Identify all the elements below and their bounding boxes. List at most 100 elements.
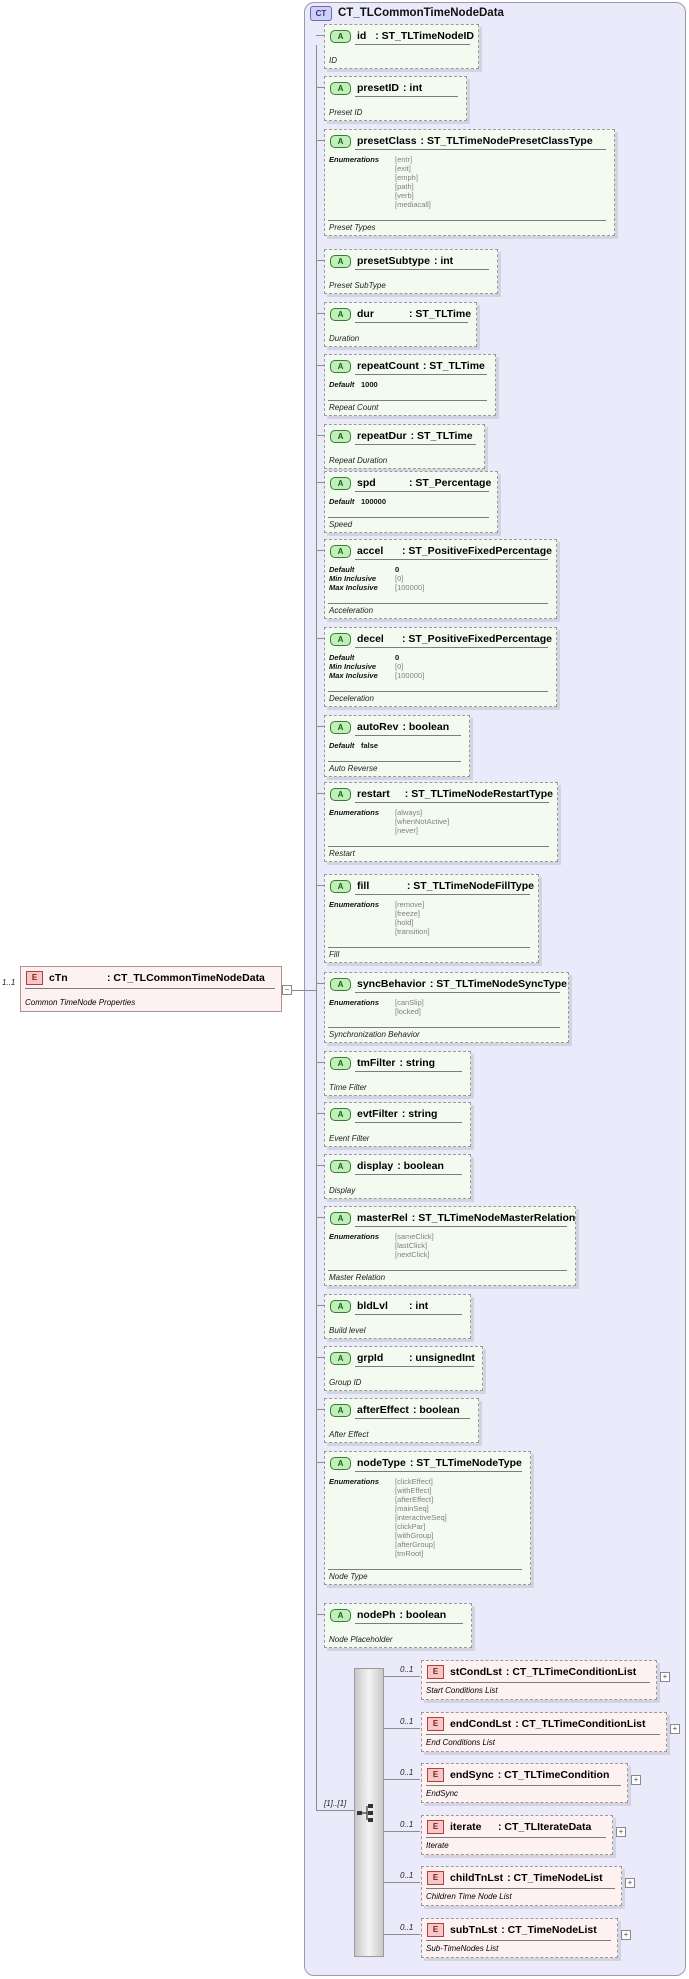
attribute-description: Deceleration xyxy=(329,694,374,703)
attribute-name: decel xyxy=(357,633,384,645)
enumeration-value: [afterEffect] xyxy=(395,1495,434,1504)
attribute-type: : ST_TLTime xyxy=(409,308,472,320)
collapse-toggle-icon[interactable]: − xyxy=(282,985,292,995)
element-description: Children Time Node List xyxy=(426,1892,512,1901)
divider xyxy=(355,1174,462,1175)
attribute-type: : ST_Percentage xyxy=(409,477,492,489)
attribute-description: Preset SubType xyxy=(329,281,386,290)
child-connector xyxy=(384,1728,420,1729)
enumeration-value: [clickPar] xyxy=(395,1522,426,1531)
attribute-connector xyxy=(316,1165,324,1166)
sequence-compositor[interactable] xyxy=(354,1668,384,1957)
default-label: Default xyxy=(329,653,355,662)
attribute-type: : int xyxy=(409,1300,429,1312)
expand-toggle-icon[interactable]: + xyxy=(616,1827,626,1837)
attribute-connector xyxy=(316,885,324,886)
default-label: Default xyxy=(329,380,355,389)
child-cardinality: 0..1 xyxy=(400,1665,414,1674)
expand-toggle-icon[interactable]: + xyxy=(625,1878,635,1888)
root-element-ctn[interactable]: E cTn : CT_TLCommonTimeNodeData Common T… xyxy=(20,966,282,1012)
expand-toggle-icon[interactable]: + xyxy=(670,1724,680,1734)
attribute-name: syncBehavior xyxy=(357,978,426,990)
attribute-name: restart xyxy=(357,788,390,800)
enumerations-label: Enumerations xyxy=(329,1232,380,1241)
element-description: Sub-TimeNodes List xyxy=(426,1944,499,1953)
attribute-name: id xyxy=(357,30,367,42)
attribute-name: tmFilter xyxy=(357,1057,396,1069)
expand-toggle-icon[interactable]: + xyxy=(631,1775,641,1785)
attribute-description: ID xyxy=(329,56,337,65)
expand-toggle-icon[interactable]: + xyxy=(660,1672,670,1682)
attribute-name: nodePh xyxy=(357,1609,396,1621)
attribute-name: presetSubtype xyxy=(357,255,430,267)
enumeration-value: [nextClick] xyxy=(395,1250,430,1259)
attribute-type: : string xyxy=(399,1057,436,1069)
attribute-description: Node Type xyxy=(329,1572,368,1581)
divider xyxy=(355,269,489,270)
divider xyxy=(355,149,606,150)
attribute-badge: A xyxy=(330,134,351,148)
element-name: stCondLst xyxy=(450,1666,502,1678)
attribute-connector xyxy=(316,638,324,639)
attribute-type: : boolean xyxy=(399,1609,447,1621)
min-inclusive-value: [0] xyxy=(395,662,404,671)
element-name: cTn xyxy=(49,972,68,984)
attribute-connector xyxy=(316,726,324,727)
attribute-type: : ST_TLTimeNodeID xyxy=(375,30,474,42)
attribute-badge: A xyxy=(330,977,351,991)
attribute-badge: A xyxy=(330,1456,351,1470)
attribute-type: : ST_PositiveFixedPercentage xyxy=(402,545,552,557)
attribute-description: Display xyxy=(329,1186,356,1195)
element-description: Start Conditions List xyxy=(426,1686,498,1695)
divider xyxy=(426,1837,606,1838)
element-type: : CT_TLIterateData xyxy=(498,1821,592,1833)
attribute-badge: A xyxy=(330,544,351,558)
attribute-badge: A xyxy=(330,476,351,490)
enumeration-value: [mainSeq] xyxy=(395,1504,429,1513)
expand-toggle-icon[interactable]: + xyxy=(621,1930,631,1940)
enumeration-value: [path] xyxy=(395,182,414,191)
child-cardinality: 0..1 xyxy=(400,1923,414,1932)
element-badge: E xyxy=(427,1665,444,1679)
divider xyxy=(328,1569,522,1570)
attribute-type: : ST_TLTime xyxy=(410,430,473,442)
element-type: : CT_TLTimeCondition xyxy=(497,1769,610,1781)
